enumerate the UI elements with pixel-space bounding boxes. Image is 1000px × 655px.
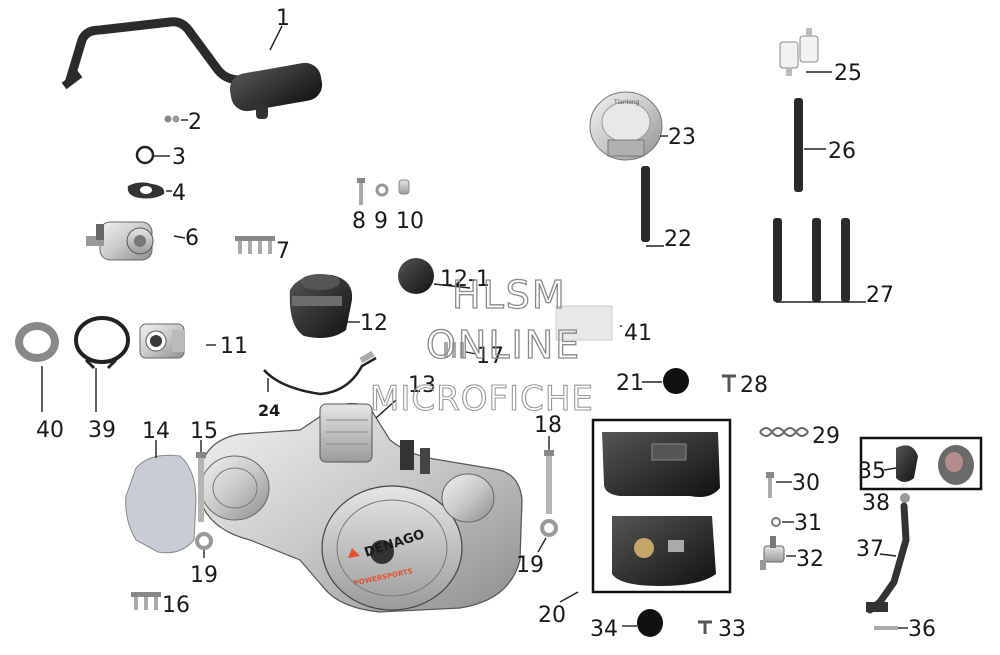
part-number-7: 7 bbox=[276, 239, 290, 264]
fuel-tank-group-box bbox=[591, 418, 732, 594]
long-bolt-part-15 bbox=[198, 456, 204, 522]
hose-part-22 bbox=[641, 166, 650, 242]
grommet-part-34 bbox=[637, 609, 663, 637]
o-ring-part-3 bbox=[135, 145, 155, 165]
part-number-30: 30 bbox=[792, 471, 820, 496]
bolts-part-16 bbox=[131, 592, 161, 610]
watermark-line-2: ONLINE bbox=[426, 323, 581, 367]
wire-part-24 bbox=[263, 356, 377, 396]
part-number-15: 15 bbox=[190, 419, 218, 444]
part-number-24: 24 bbox=[258, 401, 280, 420]
part-number-17: 17 bbox=[476, 344, 504, 369]
nut-part-2 bbox=[164, 115, 180, 123]
throttle-body-part-11 bbox=[139, 323, 185, 359]
part-number-25: 25 bbox=[834, 61, 862, 86]
clamp-part-39 bbox=[74, 316, 130, 370]
part-number-9: 9 bbox=[374, 209, 388, 234]
airbox-part-12 bbox=[289, 274, 353, 338]
part-number-22: 22 bbox=[664, 227, 692, 252]
part-number-38: 38 bbox=[862, 491, 890, 516]
nut-part-31 bbox=[771, 517, 781, 527]
part-number-18: 18 bbox=[534, 413, 562, 438]
washer-part-19-right bbox=[540, 519, 558, 537]
rubber-cap-part-21 bbox=[663, 368, 689, 394]
part-number-28: 28 bbox=[740, 373, 768, 398]
part-number-1: 1 bbox=[276, 6, 290, 31]
part-number-4: 4 bbox=[172, 181, 186, 206]
part-number-6: 6 bbox=[185, 226, 199, 251]
part-number-26: 26 bbox=[828, 139, 856, 164]
part-number-8: 8 bbox=[352, 209, 366, 234]
bolt-part-30 bbox=[766, 472, 774, 478]
intake-manifold-part-6 bbox=[86, 221, 154, 261]
long-bolt-part-18 bbox=[546, 454, 552, 514]
part-number-2: 2 bbox=[188, 110, 202, 135]
part-number-39: 39 bbox=[88, 418, 116, 443]
part-number-3: 3 bbox=[172, 145, 186, 170]
part-number-10: 10 bbox=[396, 209, 424, 234]
bolt-part-8 bbox=[357, 178, 365, 205]
engine-assembly-part-13 bbox=[199, 402, 523, 613]
nut-part-38 bbox=[900, 493, 910, 503]
watermark-line-3: MICROFICHE bbox=[370, 379, 594, 419]
part-number-13: 13 bbox=[408, 373, 436, 398]
leader-1 bbox=[269, 25, 283, 51]
part-number-31: 31 bbox=[794, 511, 822, 536]
label-plate-part-41 bbox=[555, 305, 613, 341]
part-number-20: 20 bbox=[538, 603, 566, 628]
part-number-27: 27 bbox=[866, 283, 894, 308]
part-number-19-left: 19 bbox=[190, 563, 218, 588]
part-number-11: 11 bbox=[220, 334, 248, 359]
washer-part-9 bbox=[375, 183, 389, 197]
part-number-12-1: 12-1 bbox=[440, 267, 490, 292]
part-number-12: 12 bbox=[360, 311, 388, 336]
fuel-valve-part-32 bbox=[760, 536, 785, 570]
part-number-33: 33 bbox=[718, 617, 746, 642]
part-number-32: 32 bbox=[796, 547, 824, 572]
seal-part-40 bbox=[15, 322, 59, 362]
clip-part-28 bbox=[722, 374, 736, 392]
fuel-cap-part-23 bbox=[589, 91, 663, 161]
washer-part-19-left bbox=[195, 532, 213, 550]
part-number-40: 40 bbox=[36, 418, 64, 443]
part-number-36: 36 bbox=[908, 617, 936, 642]
side-cover-part-14 bbox=[125, 454, 197, 554]
part-number-16: 16 bbox=[162, 593, 190, 618]
bolts-part-7 bbox=[235, 236, 275, 254]
clip-part-33 bbox=[698, 620, 712, 634]
gasket-part-4 bbox=[127, 182, 165, 199]
part-number-29: 29 bbox=[812, 424, 840, 449]
exhaust-muffler bbox=[61, 17, 323, 119]
part-number-19-right: 19 bbox=[516, 553, 544, 578]
pins-part-17 bbox=[444, 342, 464, 358]
fuel-filter-part-25 bbox=[779, 28, 819, 76]
filter-cap-part-12-1 bbox=[398, 258, 434, 294]
hose-part-26 bbox=[794, 98, 803, 192]
part-number-23: 23 bbox=[668, 125, 696, 150]
part-number-37: 37 bbox=[856, 537, 884, 562]
spacer-part-10 bbox=[398, 179, 410, 195]
fuel-cap-brand-text: Tianlong bbox=[613, 99, 640, 106]
hoses-part-27 bbox=[773, 218, 850, 302]
part-number-35: 35 bbox=[858, 459, 886, 484]
part-number-41: 41 bbox=[624, 321, 652, 346]
shift-knob-group-box bbox=[859, 436, 983, 491]
part-number-21: 21 bbox=[616, 371, 644, 396]
part-number-34: 34 bbox=[590, 617, 618, 642]
pin-part-36 bbox=[874, 626, 898, 630]
hose-clips-part-29 bbox=[759, 427, 809, 437]
watermark-line-1: HLSM bbox=[452, 273, 567, 317]
part-number-14: 14 bbox=[142, 419, 170, 444]
